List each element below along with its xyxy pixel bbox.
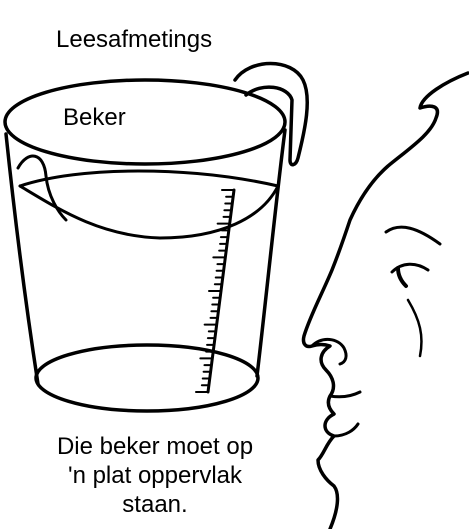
caption-line-1: Die beker moet op: [56, 433, 254, 460]
nose-detail: [310, 338, 348, 366]
caption-line-3: staan.: [122, 491, 188, 518]
beker-label: Beker: [63, 104, 126, 131]
eye: [390, 262, 430, 274]
cup-spout: [16, 154, 68, 222]
cup-handle: [233, 61, 309, 167]
eyebrow: [384, 225, 442, 246]
heading-label: Leesafmetings: [56, 26, 213, 53]
cup-rim: [3, 78, 287, 166]
cup-left-wall: [4, 132, 40, 386]
lips: [328, 390, 362, 399]
face-profile: [301, 71, 469, 529]
liquid-surface-front: [18, 184, 280, 240]
chin: [332, 422, 360, 438]
cup-bottom: [34, 343, 260, 413]
cup-right-wall: [255, 128, 287, 378]
scale-ticks: [195, 189, 235, 393]
eye-pupil: [396, 266, 408, 288]
cheek-line: [406, 298, 423, 358]
liquid-surface: [18, 169, 280, 188]
caption-line-2: 'n plat oppervlak: [67, 462, 243, 489]
